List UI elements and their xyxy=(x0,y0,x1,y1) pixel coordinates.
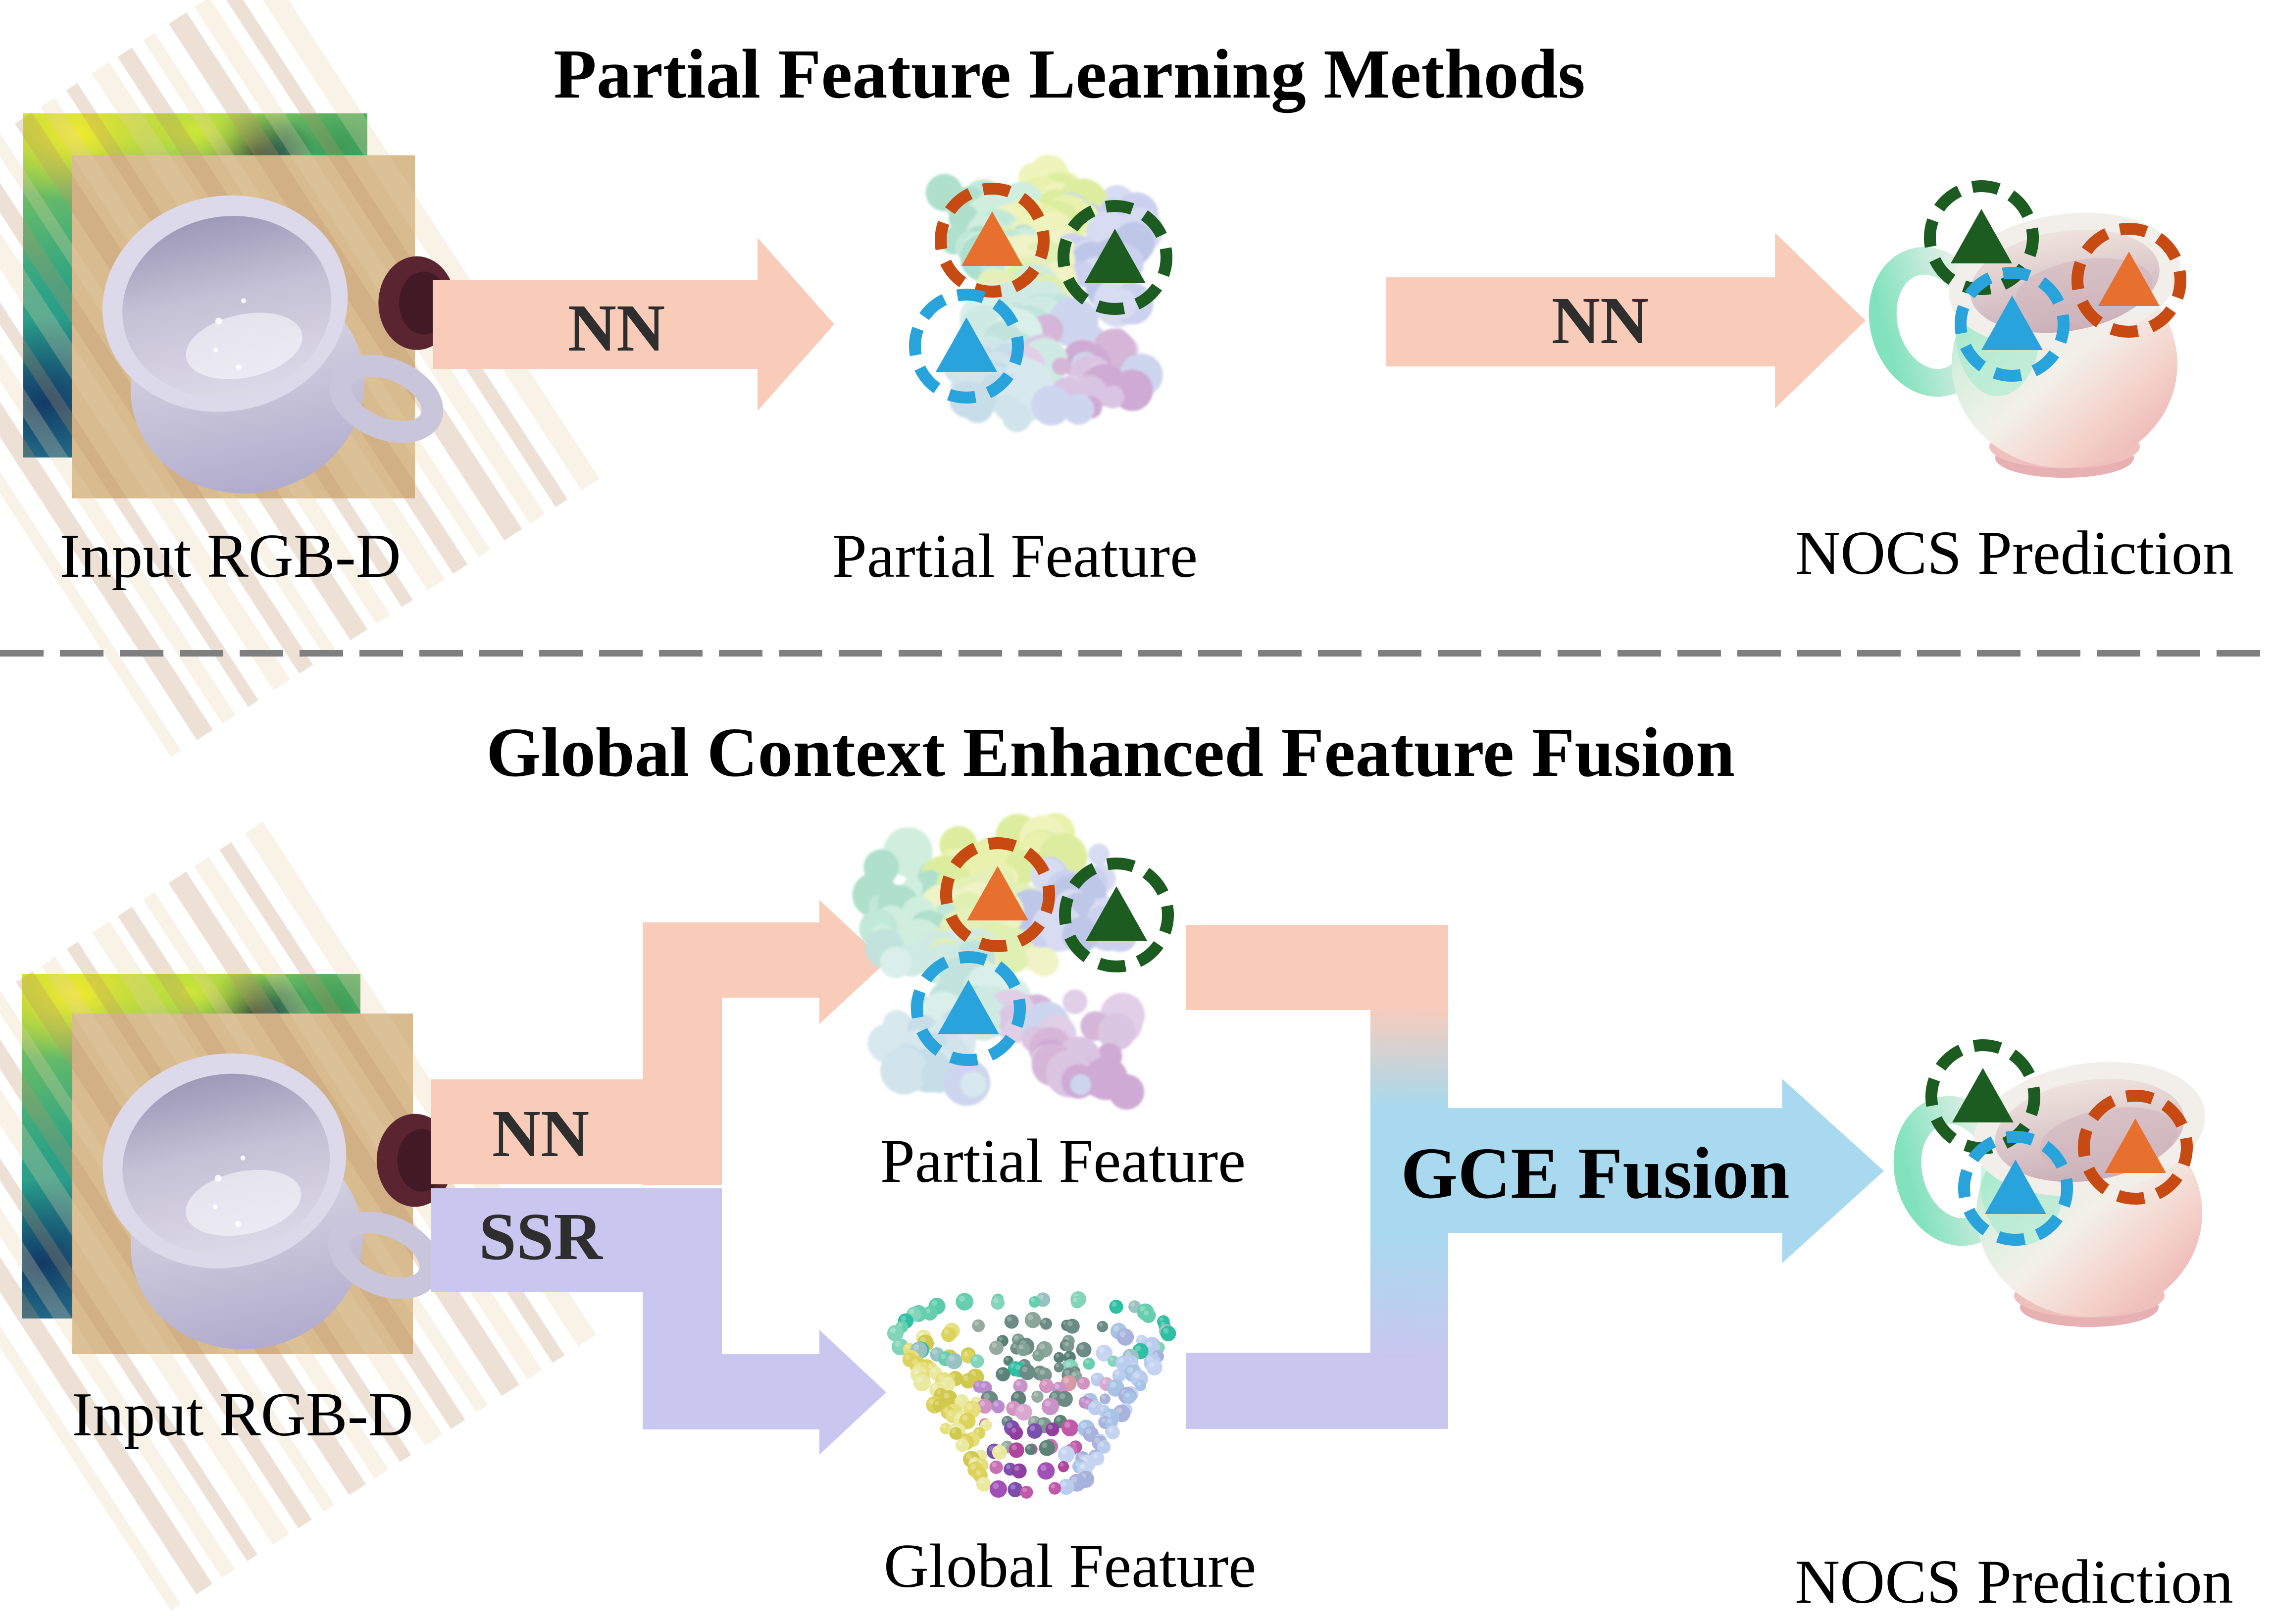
triangle-green-icon xyxy=(1951,209,2012,263)
rgb-image xyxy=(0,0,600,757)
triangle-orange-icon xyxy=(967,866,1028,920)
nn-branch-bar xyxy=(643,922,819,998)
top-nocs-label: NOCS Prediction xyxy=(1795,519,2234,588)
bottom-nn-label: NN xyxy=(492,1097,590,1171)
bottom-partial-feature-label: Partial Feature xyxy=(880,1127,1246,1196)
global-feature-pointcloud xyxy=(887,1291,1176,1499)
top-section-title: Partial Feature Learning Methods xyxy=(554,35,1585,113)
triangle-orange-icon xyxy=(2105,1118,2166,1173)
nn-arrow2-label: NN xyxy=(1551,284,1649,358)
nn-arrow-label: NN xyxy=(567,291,665,365)
triangle-blue-icon xyxy=(938,980,999,1034)
bottom-section-title: Global Context Enhanced Feature Fusion xyxy=(486,713,1735,791)
top-input-label: Input RGB-D xyxy=(59,522,401,591)
dashed-circle-orange-icon xyxy=(2078,1090,2193,1205)
ssr-branch-arrowhead-icon xyxy=(819,1330,886,1455)
dashed-circle-blue-icon xyxy=(1955,267,2070,382)
dashed-circle-blue-icon xyxy=(909,289,1024,404)
gce-fusion-label: GCE Fusion xyxy=(1401,1133,1790,1214)
triangle-blue-icon xyxy=(1981,296,2043,350)
partial-feature-pointcloud-bottom xyxy=(852,813,1174,1110)
bottom-input-label: Input RGB-D xyxy=(72,1380,413,1449)
top-partial-feature-label: Partial Feature xyxy=(832,522,1198,591)
dashed-circle-green-icon xyxy=(1925,1039,2040,1154)
triangle-blue-icon xyxy=(936,317,997,372)
partial-feature-pointcloud xyxy=(909,154,1172,432)
section-divider xyxy=(0,650,2273,657)
keypoint-markers xyxy=(1925,1039,2193,1246)
triangle-green-icon xyxy=(1952,1068,2014,1122)
triangle-blue-icon xyxy=(1985,1160,2046,1214)
triangle-orange-icon xyxy=(2098,252,2160,306)
bottom-nocs-label: NOCS Prediction xyxy=(1795,1548,2233,1617)
triangle-green-icon xyxy=(1084,229,1146,283)
dashed-circle-blue-icon xyxy=(1958,1131,2073,1246)
nocs-prediction-render xyxy=(1869,180,2186,478)
gce-fusion-arrow-icon xyxy=(1370,1079,1884,1263)
triangle-green-icon xyxy=(1086,886,1147,941)
ssr-branch-bar xyxy=(643,1354,819,1429)
ssr-label: SSR xyxy=(479,1200,603,1274)
triangle-orange-icon xyxy=(961,211,1023,266)
rgb-image-bottom xyxy=(0,821,597,1611)
dashed-circle-orange-icon xyxy=(2071,223,2186,338)
global-feature-label: Global Feature xyxy=(883,1532,1257,1601)
nocs-prediction-render-bottom xyxy=(1893,1039,2206,1327)
